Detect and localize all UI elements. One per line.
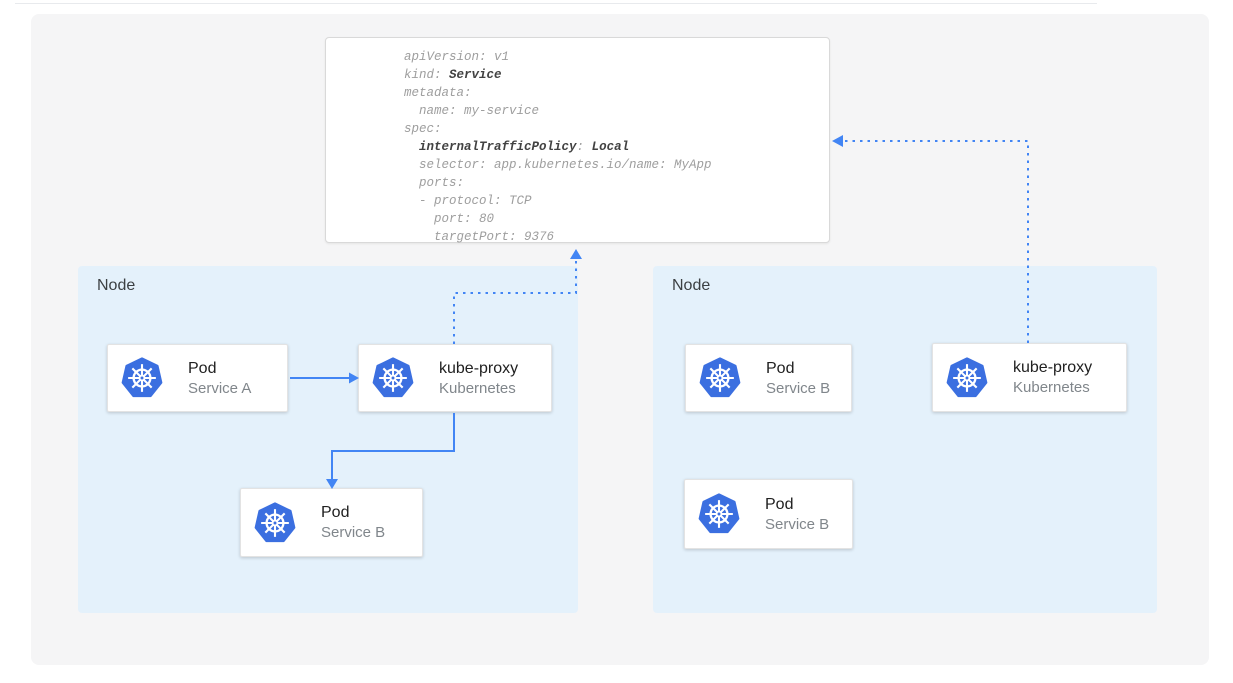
card-title: Pod: [188, 359, 217, 377]
node-right-label: Node: [672, 277, 711, 294]
card-title: Pod: [321, 504, 350, 521]
card-title: kube-proxy: [1013, 359, 1093, 376]
card-title: Pod: [766, 359, 795, 377]
kubernetes-icon: [254, 502, 296, 544]
kubernetes-icon: [699, 357, 741, 399]
card-pod-service-b-right-bottom: Pod Service B: [684, 479, 853, 549]
kubernetes-icon: [698, 493, 740, 535]
node-right: Node: [653, 266, 1157, 613]
card-subtitle: Service B: [766, 379, 831, 397]
card-pod-service-b-left: Pod Service B: [240, 488, 423, 557]
card-subtitle: Service B: [321, 524, 386, 541]
card-subtitle: Kubernetes: [439, 379, 516, 397]
card-title: Pod: [765, 495, 794, 513]
card-pod-service-b-right-top: Pod Service B: [685, 344, 852, 412]
card-subtitle: Service B: [765, 515, 830, 533]
node-left: Node: [78, 266, 578, 613]
node-left-label: Node: [97, 277, 136, 294]
card-subtitle: Service A: [188, 379, 252, 397]
card-pod-service-a: Pod Service A: [107, 344, 288, 412]
kubernetes-icon: [121, 357, 163, 399]
card-kube-proxy-left: kube-proxy Kubernetes: [358, 344, 552, 412]
kubernetes-icon: [372, 357, 414, 399]
page-header-divider: [15, 3, 1097, 4]
kubernetes-icon: [946, 357, 988, 399]
card-subtitle: Kubernetes: [1013, 379, 1090, 396]
card-title: kube-proxy: [439, 359, 519, 377]
card-kube-proxy-right: kube-proxy Kubernetes: [932, 343, 1127, 412]
